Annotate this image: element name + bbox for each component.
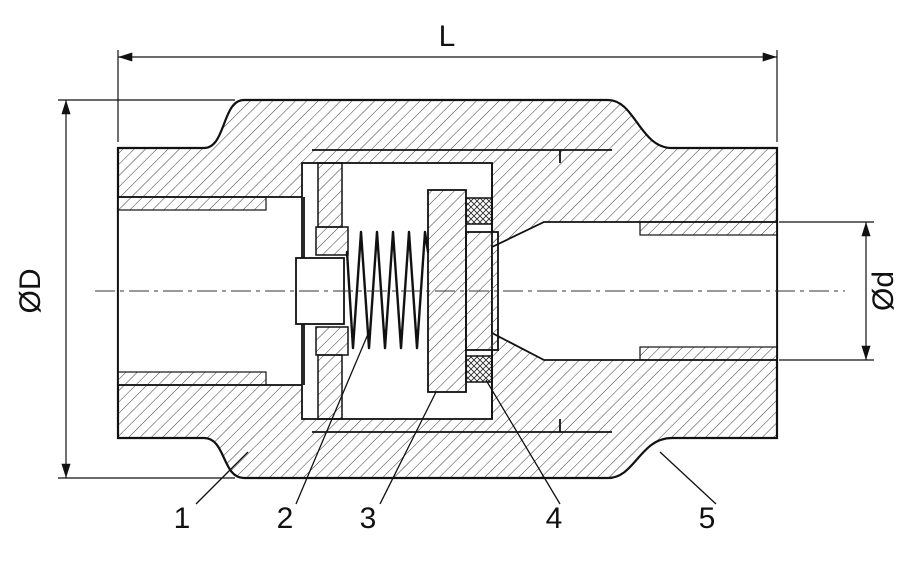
leader-line-3 bbox=[379, 391, 437, 505]
dimension-bore-diameter: Ød bbox=[779, 221, 900, 361]
part-callouts: 1 2 3 4 5 bbox=[174, 333, 717, 535]
dimension-outer-diameter: ØD bbox=[14, 99, 235, 479]
outlet-thread-bottom bbox=[639, 346, 778, 361]
dimension-label-outer-diameter: ØD bbox=[14, 269, 47, 314]
leader-line-2 bbox=[295, 333, 369, 505]
leader-line-4 bbox=[485, 379, 561, 505]
part-number-4: 4 bbox=[546, 502, 563, 535]
spring-coil bbox=[345, 230, 430, 350]
part-number-1: 1 bbox=[174, 502, 191, 535]
oring-seal-bottom bbox=[465, 355, 493, 383]
inlet-thread-top bbox=[117, 196, 267, 211]
part-number-3: 3 bbox=[360, 502, 377, 535]
part-number-2: 2 bbox=[277, 502, 294, 535]
inlet-thread-bottom bbox=[117, 371, 267, 386]
retainer-bar-top bbox=[317, 162, 343, 228]
dimension-label-bore-diameter: Ød bbox=[867, 271, 900, 311]
dimension-length: L bbox=[117, 20, 778, 142]
spring-seat-block-top bbox=[315, 226, 349, 256]
part-number-5: 5 bbox=[699, 502, 716, 535]
dimension-label-length: L bbox=[439, 20, 456, 53]
leader-line-5 bbox=[659, 451, 717, 505]
leader-line-1 bbox=[195, 451, 249, 505]
oring-seal-top bbox=[465, 197, 493, 225]
spring-seat-block-bottom bbox=[315, 326, 349, 356]
outlet-thread-top bbox=[639, 221, 778, 236]
retainer-bar-bottom bbox=[317, 354, 343, 420]
